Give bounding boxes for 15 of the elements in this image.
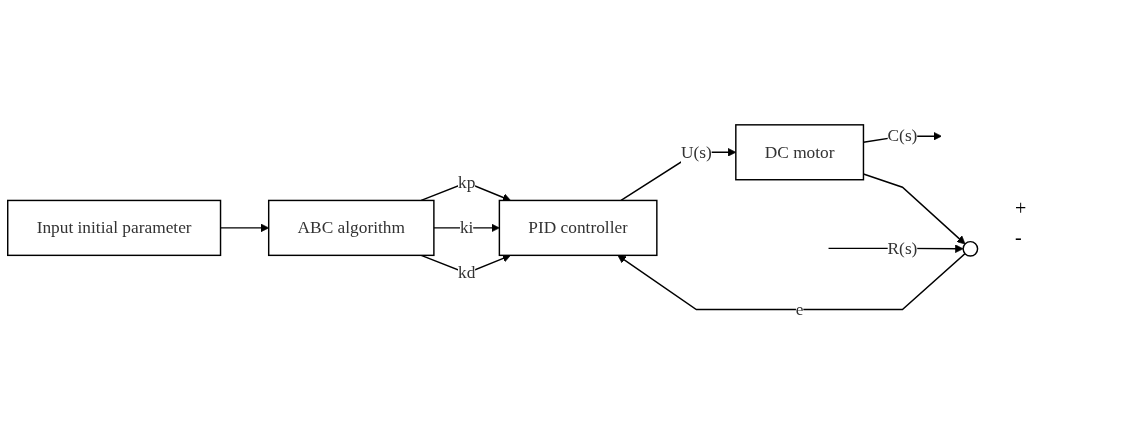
node-box: DC motor [735, 124, 865, 181]
node-circle [962, 241, 979, 258]
edge-label: R(s) [887, 238, 918, 258]
node-box: ABC algorithm [267, 200, 435, 257]
edge-label: ki [459, 218, 474, 238]
node-box: PID controller [498, 200, 658, 257]
edge-label: kd [457, 263, 476, 283]
sign-label: + [1015, 196, 1028, 220]
edge-label: C(s) [887, 126, 918, 146]
node-box: Input initial parameter [7, 200, 222, 257]
edge-label: e [795, 299, 804, 320]
arrow [617, 253, 966, 311]
sign-label: - [1015, 225, 1023, 249]
edge-label: U(s) [680, 142, 712, 162]
edge-label: kp [457, 172, 476, 193]
